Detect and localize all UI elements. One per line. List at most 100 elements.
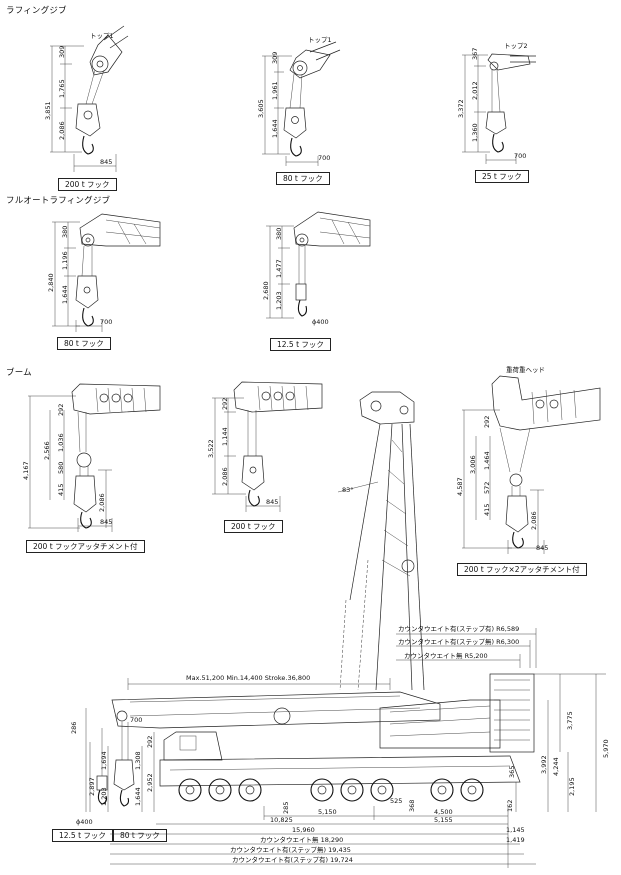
caption-luffing-80t-hook: 80 t フック (276, 172, 330, 185)
bottom-368: 368 (408, 800, 416, 812)
caption-luffing-200t-hook: 200 t フック (58, 178, 117, 191)
section-title-full-auto-luffing-jib: フルオートラフィングジブ (6, 196, 111, 206)
caption-fullauto-12-5t-hook: 12.5 t フック (270, 338, 331, 351)
height-5970: 5,970 (602, 739, 610, 758)
dim-3851: 3,851 (44, 101, 52, 120)
dim-292: 292 (57, 404, 65, 416)
section-title-boom: ブーム (6, 368, 32, 378)
dim-3605: 3,605 (257, 99, 265, 118)
section-title-luffing-jib: ラフィングジブ (6, 6, 67, 16)
dim-1464: 1,464 (483, 451, 491, 470)
luffing-jib-top1-80t-drawing: 309 1,961 1,644 3,605 700 トップ1 (257, 36, 341, 166)
caption-fullauto-80t-hook: 80 t フック (57, 337, 111, 350)
luffing-jib-top1-200t-drawing: 309 1,765 2,086 3,851 845 トップ1 (44, 25, 129, 172)
dim-1644-b: 1,644 (61, 285, 69, 304)
boom-200t-hook-drawing: 292 1,144 2,086 3,522 845 (207, 381, 323, 512)
label-top1-b: トップ1 (308, 36, 332, 44)
dim-415: 415 (57, 484, 65, 496)
bottom-525: 525 (390, 797, 402, 805)
caption-boom-200t-hook: 200 t フック (224, 520, 283, 533)
dim-367: 367 (471, 48, 479, 60)
dim-309: 309 (58, 46, 66, 58)
dim-1644: 1,644 (271, 119, 279, 138)
dim-3006: 3,006 (469, 455, 477, 474)
radius-no-cw: カウンタウエイト無 R5,200 (404, 651, 488, 660)
dim-845-b: 845 (100, 518, 112, 526)
label-top2: トップ2 (504, 42, 528, 50)
fullauto-jib-80t-drawing: 380 1,196 1,644 2,840 700 (47, 213, 161, 332)
height-3992: 3,992 (540, 755, 548, 774)
left-dim-2897: 2,897 (88, 777, 96, 796)
bottom-1145: 1,145 (506, 826, 525, 834)
height-365: 365 (508, 766, 516, 778)
label-top1: トップ1 (90, 32, 114, 40)
dim-415-b: 415 (483, 504, 491, 516)
fullauto-jib-12-5t-drawing: 380 1,477 1,203 2,680 ϕ400 (262, 211, 371, 326)
dim-309-b: 309 (271, 52, 279, 64)
dim-580: 580 (57, 462, 65, 474)
bottom-15960: 15,960 (292, 826, 315, 834)
dim-700-b: 700 (514, 152, 526, 160)
bottom-5150: 5,150 (318, 808, 337, 816)
bottom-162: 162 (506, 800, 514, 812)
left-dim-1694: 1,694 (100, 751, 108, 770)
dim-2566: 2,566 (43, 441, 51, 460)
caption-boom-200t-attachment: 200 t フックアッタチメント付 (26, 540, 145, 553)
dim-3522: 3,522 (207, 439, 215, 458)
dim-phi400: ϕ400 (312, 318, 329, 326)
luffing-jib-top2-25t-drawing: 367 2,012 1,360 3,372 700 トップ2 (457, 42, 536, 164)
dim-1477: 1,477 (275, 259, 283, 278)
dim-2086-b: 2,086 (98, 493, 106, 512)
dim-845-c: 845 (266, 498, 278, 506)
label-heavy-head: 重荷重ヘッド (506, 365, 545, 374)
bottom-1419: 1,419 (506, 836, 525, 844)
left-dim-1644: 1,644 (134, 787, 142, 806)
bottom-5155: 5,155 (434, 816, 453, 824)
dim-1196: 1,196 (61, 251, 69, 270)
dim-3372: 3,372 (457, 99, 465, 118)
boom-stroke-dim: Max.51,200 Min.14,400 Stroke.36,800 (186, 674, 310, 682)
raised-boom-drawing: 83° (337, 391, 425, 691)
dim-380: 380 (61, 226, 69, 238)
left-dim-700: 700 (130, 716, 142, 724)
swing-radius-dims: カウンタウエイト有(ステップ有) R6,589 カウンタウエイト有(ステップ無)… (396, 624, 537, 668)
left-width-phi400: ϕ400 (76, 818, 93, 826)
total-no-cw: カウンタウエイト無 18,290 (260, 835, 343, 844)
bottom-285: 285 (282, 802, 290, 814)
dim-1144: 1,144 (221, 427, 229, 446)
height-4244: 4,244 (552, 757, 560, 776)
dim-700: 700 (318, 154, 330, 162)
height-3775: 3,775 (566, 711, 574, 730)
dim-2680: 2,680 (262, 281, 270, 300)
dim-845: 845 (100, 158, 112, 166)
dim-380-b: 380 (275, 228, 283, 240)
dim-1765: 1,765 (58, 79, 66, 98)
radius-cw-step: カウンタウエイト有(ステップ有) R6,589 (398, 624, 519, 633)
dim-4587: 4,587 (456, 477, 464, 496)
dim-4167: 4,167 (22, 461, 30, 480)
dim-2086-c: 2,086 (221, 467, 229, 486)
dim-292-c: 292 (483, 416, 491, 428)
crane-main-drawing: Max.51,200 Min.14,400 Stroke.36,800 (70, 673, 610, 868)
height-2195: 2,195 (568, 777, 576, 796)
dim-572: 572 (483, 482, 491, 494)
left-dim-292: 292 (146, 736, 154, 748)
total-cw-step: カウンタウエイト有(ステップ有) 19,724 (232, 855, 353, 864)
bottom-10825: 10,825 (270, 816, 293, 824)
caption-bottom-80t-hook: 80 t フック (113, 829, 167, 842)
dim-2012: 2,012 (471, 81, 479, 100)
dim-2086: 2,086 (58, 121, 66, 140)
left-dim-1308: 1,308 (134, 751, 142, 770)
boom-heavy-head-drawing: 292 1,464 572 415 3,006 2,086 4,587 845 … (456, 365, 601, 554)
dim-1203: 1,203 (275, 291, 283, 310)
left-dim-2952: 2,952 (146, 773, 154, 792)
total-cw-nostep: カウンタウエイト有(ステップ無) 19,435 (230, 845, 351, 854)
dim-845-d: 845 (536, 544, 548, 552)
dim-292-b: 292 (221, 398, 229, 410)
left-dim-1203: 1,203 (100, 787, 108, 806)
dim-2840: 2,840 (47, 273, 55, 292)
radius-cw-nostep: カウンタウエイト有(ステップ無) R6,300 (398, 637, 519, 646)
caption-luffing-25t-hook: 25 t フック (475, 170, 529, 183)
